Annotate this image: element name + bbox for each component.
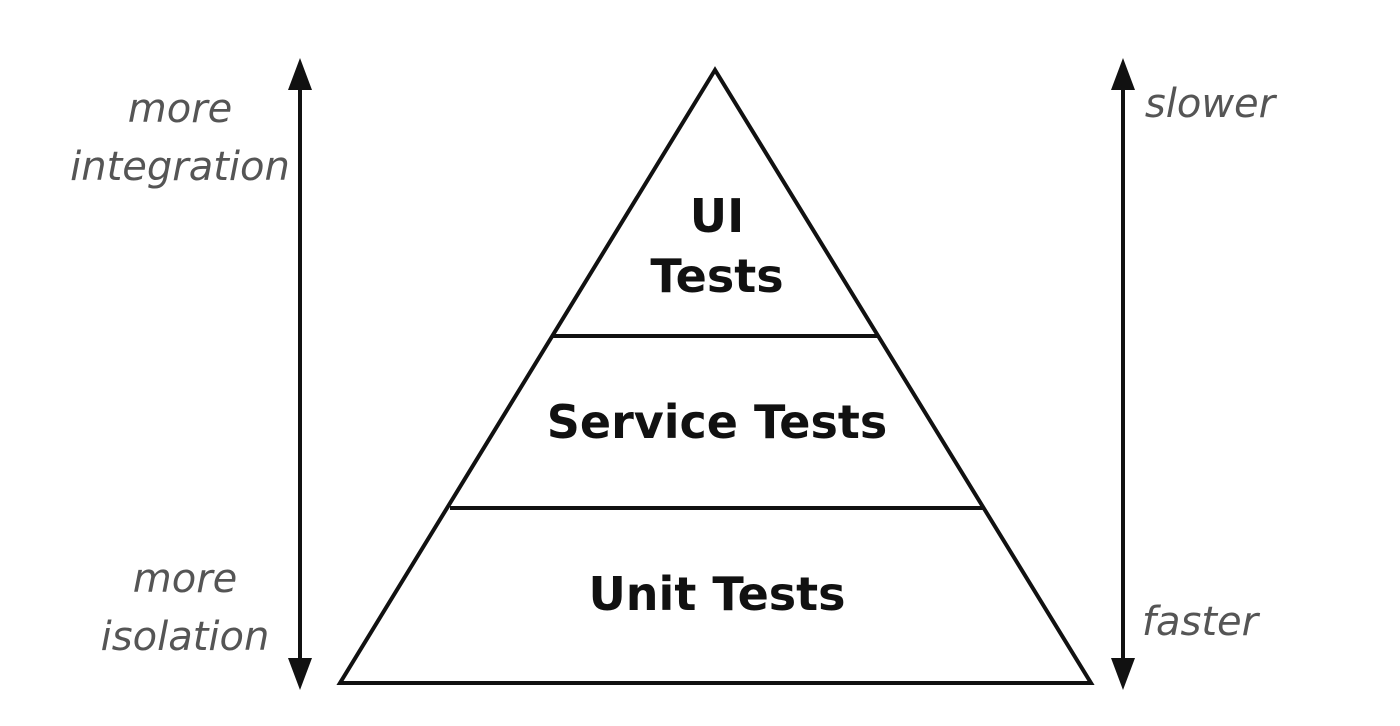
- label-line: more: [127, 86, 233, 132]
- faster-label: faster: [1141, 599, 1259, 645]
- label-line: integration: [70, 144, 290, 190]
- more-integration-label: more integration: [60, 80, 300, 196]
- tier-unit-tests: Unit Tests: [588, 567, 846, 621]
- slower-label: slower: [1144, 81, 1276, 127]
- left-arrow: [288, 58, 312, 690]
- tier-label: UI: [689, 189, 745, 243]
- more-isolation-label: more isolation: [65, 550, 305, 666]
- tier-label: Tests: [650, 249, 784, 303]
- tier-service-tests: Service Tests: [546, 395, 888, 449]
- right-arrow: [1111, 58, 1135, 690]
- pyramid-outline: [336, 66, 1095, 685]
- label-line: more: [132, 556, 238, 602]
- tier-ui-tests: UI Tests: [517, 186, 917, 306]
- label-line: isolation: [100, 614, 270, 660]
